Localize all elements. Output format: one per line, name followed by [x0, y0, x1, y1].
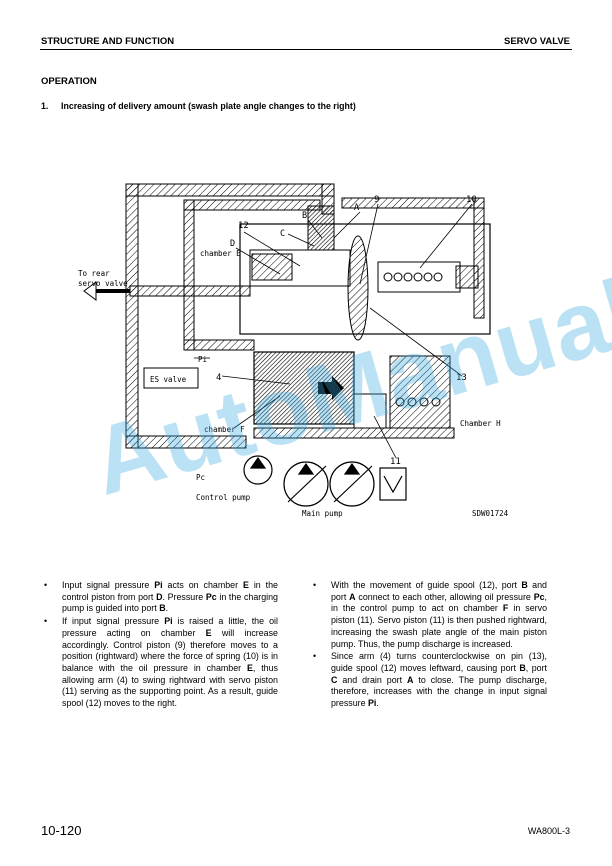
left-bullet-2: If input signal pressure Pi is raised a … — [44, 616, 278, 710]
arm-4 — [347, 235, 369, 341]
label-a: A — [354, 203, 359, 213]
left-bullet-1: Input signal pressure Pi acts on chamber… — [44, 580, 278, 615]
servo-valve-diagram: To rear servo valve chamber E Pi ES valv… — [78, 183, 509, 518]
label-d: D — [230, 239, 235, 249]
header-section: STRUCTURE AND FUNCTION — [41, 36, 175, 47]
subsection-title: 1. Increasing of delivery amount (swash p… — [41, 101, 356, 111]
subsection-text: Increasing of delivery amount (swash pla… — [61, 101, 356, 111]
valve-body — [239, 223, 491, 335]
label-servo-valve: servo valve — [78, 279, 128, 288]
label-chamber-e: chamber E — [200, 249, 241, 258]
main-pump-symbols — [283, 461, 375, 507]
left-column: Input signal pressure Pi acts on chamber… — [44, 580, 278, 711]
subsection-number: 1. — [41, 101, 49, 111]
right-bullet-2: Since arm (4) turns counterclockwise on … — [313, 651, 547, 710]
label-main-pump: Main pump — [302, 509, 343, 518]
label-control-pump: Control pump — [196, 493, 251, 502]
header-rule — [40, 49, 572, 50]
spring-10 — [383, 272, 443, 282]
label-10: 10 — [466, 195, 477, 205]
left-bullet-list: Input signal pressure Pi acts on chamber… — [44, 580, 278, 710]
header-topic: SERVO VALVE — [504, 36, 570, 47]
label-4: 4 — [216, 373, 221, 383]
label-9: 9 — [374, 195, 379, 205]
label-13: 13 — [456, 373, 467, 383]
label-es-valve: ES valve — [150, 375, 187, 384]
label-code: SDW01724 — [472, 509, 509, 518]
rear-line — [129, 285, 251, 297]
model-code: WA800L-3 — [527, 826, 570, 836]
label-b: B — [302, 211, 307, 221]
es-valve-box — [143, 367, 199, 389]
label-chamber-f: chamber F — [204, 425, 245, 434]
push-arrow-icon — [318, 376, 344, 400]
right-duct — [341, 197, 485, 319]
section-title: OPERATION — [41, 76, 97, 87]
label-c: C — [280, 229, 285, 239]
label-11: 11 — [390, 457, 401, 467]
tank-symbol — [379, 467, 407, 501]
label-pi: Pi — [198, 355, 207, 364]
chamber-h-body — [389, 355, 451, 429]
right-bullet-list: With the movement of guide spool (12), p… — [313, 580, 547, 710]
label-chamber-h: Chamber H — [460, 419, 501, 428]
label-12: 12 — [238, 221, 249, 231]
label-to-rear: To rear — [78, 269, 110, 278]
page-number: 10-120 — [41, 823, 82, 838]
spring-housing — [377, 261, 461, 293]
inner-passage — [183, 199, 321, 351]
control-pump-symbol — [243, 455, 273, 485]
right-bullet-1: With the movement of guide spool (12), p… — [313, 580, 547, 650]
label-pc: Pc — [196, 473, 205, 482]
right-column: With the movement of guide spool (12), p… — [313, 580, 547, 711]
